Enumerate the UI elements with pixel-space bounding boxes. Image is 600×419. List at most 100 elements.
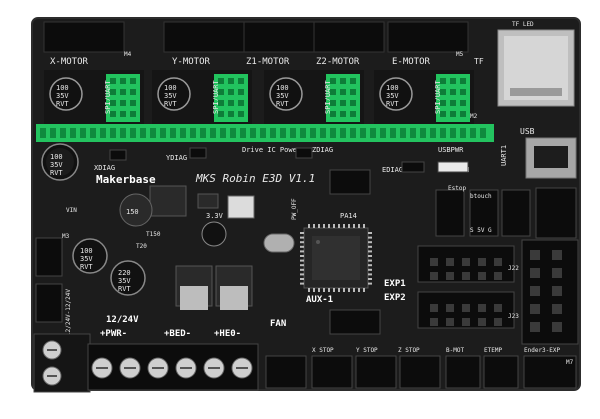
driver-pin: [440, 89, 446, 95]
tf-label: TF: [474, 57, 484, 66]
driver-pin: [350, 111, 356, 117]
label-vin: VIN: [66, 207, 77, 214]
bottom-connectors: [265, 355, 577, 389]
driver-capacitor-text: 100: [56, 84, 69, 92]
driver-pin: [350, 100, 356, 106]
mcu-chip: [303, 227, 369, 289]
mcu-pins: [300, 224, 372, 292]
header-pin: [110, 128, 116, 138]
header-pin: [170, 128, 176, 138]
header-pin: [380, 128, 386, 138]
label-s5v: S 5V G: [470, 227, 492, 234]
driver-capacitor-text: RVT: [164, 100, 177, 108]
driver-pin: [340, 100, 346, 106]
driver-pin: [340, 89, 346, 95]
driver-pin: [450, 78, 456, 84]
mcu-pin: [300, 236, 304, 239]
jumper-blocks: [109, 147, 469, 195]
header-pin: [240, 128, 246, 138]
exp-pin: [478, 272, 486, 280]
header-pin: [460, 128, 466, 138]
driver-pin: [218, 100, 224, 106]
driver-pin: [110, 78, 116, 84]
motor-label-e: E-MOTOR: [392, 57, 431, 67]
driver-pin: [350, 78, 356, 84]
mcu-pin: [368, 250, 372, 253]
label-usb: USB: [520, 127, 535, 136]
exp-pin: [530, 250, 540, 260]
header-pin: [260, 128, 266, 138]
driver-pin: [218, 89, 224, 95]
header-pin: [340, 128, 346, 138]
mcu-pin: [353, 224, 355, 228]
header-pin: [150, 128, 156, 138]
header-pin: [80, 128, 86, 138]
driver-pin: [450, 111, 456, 117]
driver-pin: [228, 89, 234, 95]
exp-pin: [552, 286, 562, 296]
driver-spi-uart-label: SPI/UART: [434, 79, 442, 114]
label-tf-led: TF LED: [512, 21, 534, 28]
label-zdiag: ZDIAG: [312, 146, 333, 154]
header-pin: [40, 128, 46, 138]
mcu-pin: [338, 288, 340, 292]
mcu-pin: [323, 224, 325, 228]
label-stop-x: X STOP: [312, 347, 334, 354]
mcu-pin: [368, 255, 372, 257]
header-pin: [290, 128, 296, 138]
driver-pin: [350, 89, 356, 95]
motor-connector-e: [387, 21, 469, 53]
motor-connector-y: [163, 21, 245, 53]
exp-pin: [462, 258, 470, 266]
driver-capacitor-text: 100: [276, 84, 289, 92]
label-aux1: AUX-1: [306, 295, 333, 305]
label-ediag: EDIAG: [382, 166, 403, 174]
label-exp2: EXP2: [384, 293, 406, 303]
header-pin: [210, 128, 216, 138]
mcu-pin: [368, 282, 372, 285]
cap-mid2-line2: 35V: [118, 277, 131, 285]
exp-pin: [478, 318, 486, 326]
mcu-pin: [343, 224, 345, 228]
motor-connector-x: [43, 21, 125, 53]
label-stop-y: Y STOP: [356, 347, 378, 354]
label-t150: T150: [146, 231, 161, 238]
driver-pin: [228, 100, 234, 106]
driver-pin: [440, 100, 446, 106]
mcu-pin: [338, 224, 340, 228]
label-fan: FAN: [270, 319, 286, 329]
aux-connector: [329, 309, 381, 335]
terminal-screws: [42, 340, 253, 386]
driver-capacitor-text: 35V: [56, 92, 69, 100]
power-components: 150 3.3V T150 T20: [119, 185, 255, 310]
header-pin: [390, 128, 396, 138]
driver-pin: [238, 78, 244, 84]
exp-pin: [530, 304, 540, 314]
mcu-pin: [368, 245, 372, 248]
left-connectors: M3 12/24V-12/24V VIN: [35, 207, 77, 336]
exp-pin: [430, 304, 438, 312]
bottom-connector: [445, 355, 481, 389]
driver-spi-uart-label: SPI/UART: [212, 79, 220, 114]
exp-pin: [552, 304, 562, 314]
cap-left-top-line1: 100: [50, 153, 63, 161]
bottom-connector: [399, 355, 441, 389]
mcu-pin: [363, 224, 365, 228]
label-m7: M7: [566, 359, 574, 366]
exp-pin: [462, 318, 470, 326]
label-uart1: UART1: [500, 145, 508, 166]
mcu-pin: [300, 264, 304, 267]
header-pin: [350, 128, 356, 138]
driver-capacitor-text: RVT: [56, 100, 69, 108]
driver-pin: [238, 111, 244, 117]
usb-port: USB UART1: [500, 127, 577, 179]
header-pin: [370, 128, 376, 138]
label-exp1: EXP1: [384, 279, 406, 289]
power-terminal-block: [33, 333, 259, 393]
driver-pin: [218, 111, 224, 117]
exp-pin: [494, 272, 502, 280]
motor-connectors: [43, 21, 469, 53]
header-pin: [90, 128, 96, 138]
driver-capacitor: [379, 77, 413, 111]
mcu-pin: [300, 268, 304, 271]
